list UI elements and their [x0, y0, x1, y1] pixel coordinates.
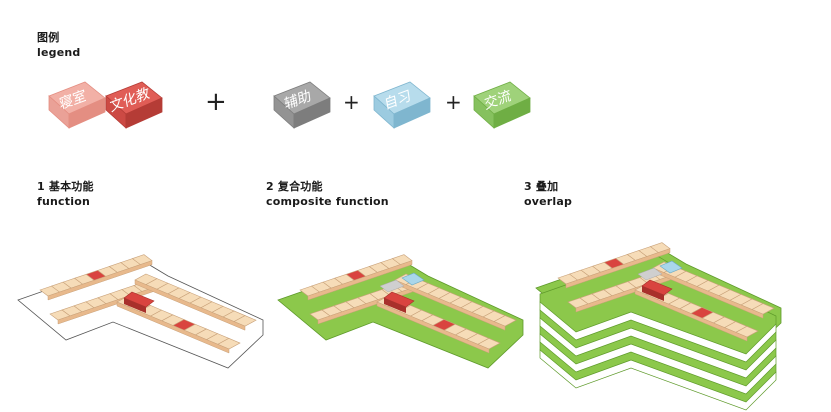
legend-block-auxiliary: 辅助: [273, 81, 331, 129]
block-side-face: [493, 97, 531, 129]
legend-block-dormitory: 寝室: [48, 81, 106, 129]
step-number: 2: [266, 180, 274, 193]
legend-title-cn: 图例: [37, 31, 60, 44]
core-block-side: [124, 298, 146, 313]
step-2-label: 2 复合功能 composite function: [266, 179, 389, 209]
room-row-side: [307, 260, 413, 301]
step-1-label: 1 基本功能 function: [37, 179, 94, 209]
study-block: [659, 260, 683, 274]
auxiliary-block: [379, 279, 405, 293]
room-row: [134, 273, 257, 331]
plus-operator-large: +: [205, 87, 227, 117]
step-title-cn: 基本功能: [48, 180, 94, 193]
room-row: [557, 242, 671, 289]
plan-overlap: [535, 242, 782, 411]
block-side-face: [68, 97, 106, 129]
room-row: [394, 273, 517, 331]
plus-operator: +: [343, 90, 360, 114]
stacked-floor: [539, 253, 777, 355]
room-row-side: [47, 260, 153, 301]
legend-title: 图例 legend: [37, 30, 80, 60]
block-side-face: [293, 97, 331, 129]
step-title-cn: 复合功能: [277, 180, 323, 193]
room-row-side: [634, 289, 748, 342]
block-side-face: [125, 97, 163, 129]
core-block-side: [384, 298, 406, 313]
step-title-en: function: [37, 195, 90, 208]
step-3-label: 3 叠加 overlap: [524, 179, 572, 209]
legend-block-communication: 交流: [473, 81, 531, 129]
room-row-side: [376, 301, 490, 354]
step-title-cn: 叠加: [535, 180, 559, 193]
legend-block-culture: 文化教: [105, 81, 163, 129]
study-block: [401, 272, 425, 286]
block-side-face: [393, 97, 431, 129]
plus-operator: +: [445, 90, 462, 114]
auxiliary-block: [637, 267, 663, 281]
legend-title-en: legend: [37, 46, 81, 59]
step-title-en: overlap: [524, 195, 573, 208]
plan-composite-function: [277, 254, 524, 369]
plan-basic-function: [17, 254, 264, 369]
step-title-en: composite function: [266, 195, 389, 208]
legend-block-study: 自习: [373, 81, 431, 129]
step-number: 1: [37, 180, 45, 193]
room-row: [299, 254, 413, 301]
core-block-side: [642, 286, 664, 301]
step-number: 3: [524, 180, 532, 193]
room-row-side: [134, 279, 246, 331]
room-row: [39, 254, 153, 301]
room-row-side: [116, 301, 230, 354]
room-row-side: [565, 248, 671, 289]
